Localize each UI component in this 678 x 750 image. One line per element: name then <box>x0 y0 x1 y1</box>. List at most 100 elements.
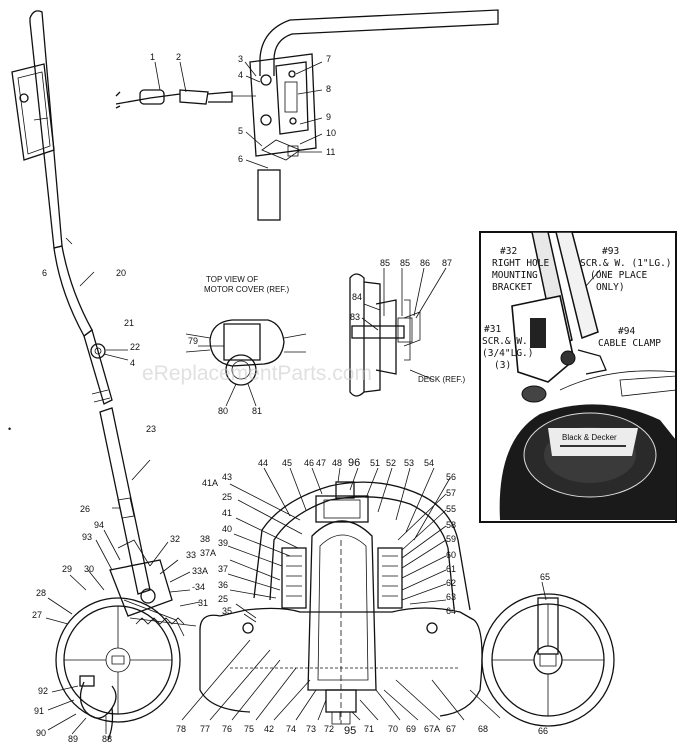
part-label: 41A <box>202 478 218 488</box>
part-label: 59 <box>446 534 456 544</box>
part-label: 7 <box>326 54 331 64</box>
part-label: 77 <box>200 724 210 734</box>
part-label: 4 <box>238 70 243 80</box>
part-label: 62 <box>446 578 456 588</box>
callout-31-line3: (3/4"LG.) <box>482 348 533 359</box>
part-label: 67A <box>424 724 440 734</box>
part-label: 52 <box>386 458 396 468</box>
part-label: 69 <box>406 724 416 734</box>
part-label: 86 <box>420 258 430 268</box>
part-labels: 1 2 3 4 5 6 7 8 9 10 11 6 20 21 22 4 23 … <box>32 52 550 744</box>
callout-93-line3: (ONE PLACE <box>590 270 647 281</box>
part-label: 37A <box>200 548 216 558</box>
edge-mark: • <box>8 424 11 434</box>
motor-cover-top-view <box>185 319 307 386</box>
part-label: 74 <box>286 724 296 734</box>
part-label: 95 <box>344 725 356 737</box>
part-label: 35 <box>222 606 232 616</box>
callout-31-line4: (3) <box>494 360 511 371</box>
part-label: 38 <box>200 534 210 544</box>
inset-detail-photo <box>479 231 677 523</box>
part-label: 6 <box>238 154 243 164</box>
part-label: 54 <box>424 458 434 468</box>
part-label: 46 <box>304 458 314 468</box>
callout-31-line2: SCR.& W. <box>482 336 528 347</box>
deck-wheel-side-view <box>349 273 421 397</box>
part-label: 5 <box>238 126 243 136</box>
part-label: 73 <box>306 724 316 734</box>
rear-wheel <box>481 593 615 727</box>
part-label: 20 <box>116 268 126 278</box>
part-label: 76 <box>222 724 232 734</box>
part-label: 68 <box>478 724 488 734</box>
part-label: 32 <box>170 534 180 544</box>
part-label: 33A <box>192 566 208 576</box>
part-label: 37 <box>218 564 228 574</box>
part-label: 55 <box>446 504 456 514</box>
part-label: 66 <box>538 726 548 736</box>
part-label: 33 <box>186 550 196 560</box>
motor-assembly <box>199 481 483 725</box>
part-label: 53 <box>404 458 414 468</box>
part-label: 45 <box>282 458 292 468</box>
part-label: 1 <box>150 52 155 62</box>
part-label: 81 <box>252 406 262 416</box>
callout-93-line4: ONLY) <box>596 282 625 293</box>
part-label: 64 <box>446 606 456 616</box>
part-label: 71 <box>364 724 374 734</box>
part-label: 25 <box>222 492 232 502</box>
part-label: 92 <box>38 686 48 696</box>
part-label: 72 <box>324 724 334 734</box>
callout-32-line4: BRACKET <box>492 282 532 293</box>
part-label: 51 <box>370 458 380 468</box>
part-label: 88 <box>102 734 112 744</box>
callout-93-line2: SCR.& W. (1"LG.) <box>580 258 672 269</box>
part-label: 23 <box>146 424 156 434</box>
callout-94-line2: CABLE CLAMP <box>598 338 661 349</box>
part-label: 87 <box>442 258 452 268</box>
part-label: -34 <box>192 582 205 592</box>
part-label: 94 <box>94 520 104 530</box>
part-label: 61 <box>446 564 456 574</box>
part-label: 48 <box>332 458 342 468</box>
part-label: 78 <box>176 724 186 734</box>
inset-callouts: #32 RIGHT HOLE MOUNTING BRACKET #93 SCR.… <box>482 246 672 442</box>
callout-94-line1: #94 <box>618 326 635 337</box>
part-label: 80 <box>218 406 228 416</box>
motor-cover-caption-line1: TOP VIEW OF <box>206 275 258 284</box>
part-label: 85 <box>400 258 410 268</box>
part-label: 42 <box>264 724 274 734</box>
part-label: 39 <box>218 538 228 548</box>
part-label: 60 <box>446 550 456 560</box>
part-label: 36 <box>218 580 228 590</box>
part-label: 29 <box>62 564 72 574</box>
part-label: 26 <box>80 504 90 514</box>
callout-32-line3: MOUNTING <box>492 270 538 281</box>
part-label: 96 <box>348 457 360 469</box>
part-label: 57 <box>446 488 456 498</box>
part-label: 56 <box>446 472 456 482</box>
part-label: 40 <box>222 524 232 534</box>
motor-cover-caption-line2: MOTOR COVER (REF.) <box>204 285 290 294</box>
part-label: 25 <box>218 594 228 604</box>
part-label: 91 <box>34 706 44 716</box>
part-label: 58 <box>446 520 456 530</box>
part-label: 84 <box>352 292 362 302</box>
leader-lines <box>45 61 547 735</box>
callout-31-line1: #31 <box>484 324 501 335</box>
part-label: 22 <box>130 342 140 352</box>
part-label: 41 <box>222 508 232 518</box>
part-label: 8 <box>326 84 331 94</box>
part-label: 2 <box>176 52 181 62</box>
part-label: 67 <box>446 724 456 734</box>
part-label: 79 <box>188 336 198 346</box>
switch-housing <box>115 9 499 221</box>
part-label: 75 <box>244 724 254 734</box>
part-label: 10 <box>326 128 336 138</box>
part-label: 63 <box>446 592 456 602</box>
part-label: 6 <box>42 268 47 278</box>
callout-32-line2: RIGHT HOLE <box>492 258 549 269</box>
part-label: 43 <box>222 472 232 482</box>
watermark-text: eReplacementParts.com <box>142 362 372 385</box>
